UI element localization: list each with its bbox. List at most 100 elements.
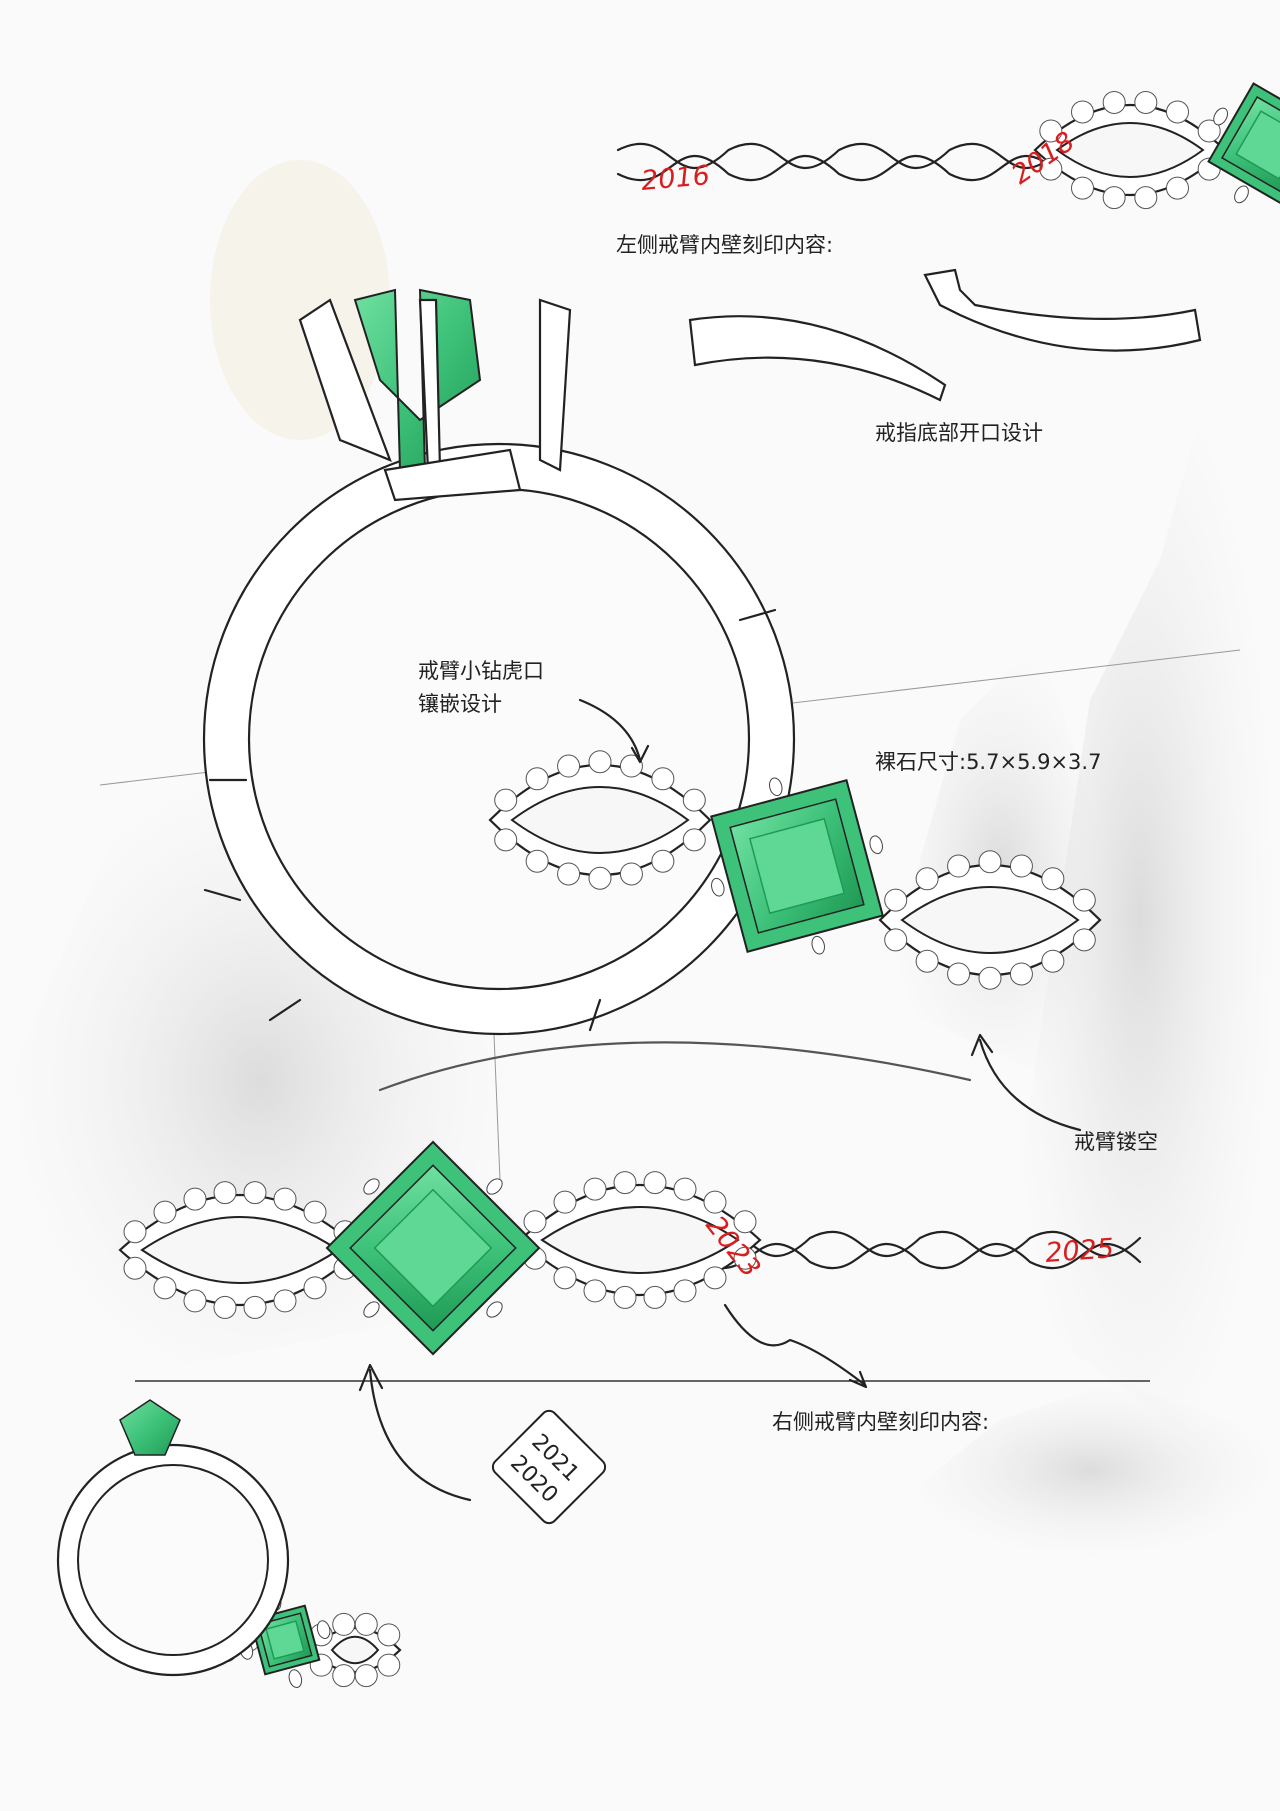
pave-diamond bbox=[583, 1279, 607, 1303]
pave-diamond bbox=[553, 1266, 577, 1290]
prong bbox=[486, 1301, 503, 1318]
emerald-stone bbox=[325, 1140, 541, 1356]
pave-diamond bbox=[123, 1256, 147, 1280]
right-engraving-label: 右侧戒臂内壁刻印内容: bbox=[772, 1410, 989, 1434]
pave-diamond bbox=[651, 767, 675, 791]
pave-diamond bbox=[553, 1190, 577, 1214]
pave-diamond bbox=[643, 1171, 667, 1195]
annotation-arrows bbox=[358, 698, 1082, 1502]
pave-diamond bbox=[1039, 119, 1063, 143]
pave-diamond bbox=[494, 788, 518, 812]
pave-diamond bbox=[1009, 962, 1033, 986]
pave-diamond bbox=[273, 1187, 297, 1211]
pave-diamond bbox=[523, 1210, 547, 1234]
prong bbox=[869, 835, 883, 855]
twisted-bands bbox=[616, 142, 1142, 1270]
pave-diamond bbox=[153, 1276, 177, 1300]
pave-diamond bbox=[673, 1177, 697, 1201]
pave-diamond bbox=[525, 767, 549, 791]
pave-diamond bbox=[733, 1210, 757, 1234]
pave-diamond bbox=[643, 1285, 667, 1309]
pave-diamond bbox=[1041, 867, 1065, 891]
prong bbox=[711, 877, 725, 897]
prong bbox=[1234, 185, 1249, 204]
pave-diamond bbox=[978, 966, 1002, 990]
pave-diamond bbox=[183, 1187, 207, 1211]
pave-diamond bbox=[1102, 90, 1126, 114]
pave-diamond bbox=[1041, 949, 1065, 973]
tiger-claw-label-1: 戒臂小钻虎口 bbox=[418, 659, 544, 683]
pave-diamond bbox=[377, 1653, 401, 1677]
open-bottom-label: 戒指底部开口设计 bbox=[875, 421, 1043, 445]
pave-diamond bbox=[213, 1181, 237, 1205]
stone-size-label: 裸石尺寸:5.7×5.9×3.7 bbox=[875, 750, 1101, 774]
pave-diamond bbox=[303, 1276, 327, 1300]
pave-diamond bbox=[377, 1623, 401, 1647]
pave-diamond bbox=[682, 828, 706, 852]
pave-diamond bbox=[673, 1279, 697, 1303]
pave-diamond bbox=[1102, 186, 1126, 210]
main-ring-side-view bbox=[202, 288, 796, 1036]
prong bbox=[316, 1620, 331, 1639]
tiger-claw-label-2: 镶嵌设计 bbox=[418, 692, 502, 716]
small-ring-thumbnail bbox=[56, 1399, 290, 1677]
infinity-settings bbox=[118, 82, 1280, 1688]
pave-diamond bbox=[915, 867, 939, 891]
prong bbox=[769, 777, 783, 797]
pave-diamond bbox=[183, 1289, 207, 1313]
pave-diamond bbox=[947, 962, 971, 986]
pave-diamond bbox=[884, 928, 908, 952]
pave-diamond bbox=[1071, 176, 1094, 200]
pave-diamond bbox=[588, 866, 612, 890]
year-2025: 2025 bbox=[1044, 1233, 1115, 1269]
pave-diamond bbox=[1166, 100, 1189, 124]
pave-diamond bbox=[153, 1200, 177, 1224]
pave-diamond bbox=[557, 862, 581, 886]
pave-diamond bbox=[703, 1190, 727, 1214]
pave-diamond bbox=[978, 850, 1002, 874]
pave-diamond bbox=[884, 888, 908, 912]
prong bbox=[363, 1178, 380, 1195]
pave-diamond bbox=[1071, 100, 1094, 124]
pave-diamond bbox=[243, 1181, 267, 1205]
engraving-tag: 2021 2020 bbox=[491, 1409, 607, 1525]
prong bbox=[486, 1178, 503, 1195]
pave-diamond bbox=[273, 1289, 297, 1313]
pave-diamond bbox=[619, 862, 643, 886]
pave-diamond bbox=[733, 1246, 757, 1270]
pave-diamond bbox=[682, 788, 706, 812]
pave-diamond bbox=[583, 1177, 607, 1201]
pave-diamond bbox=[354, 1612, 378, 1636]
pave-diamond bbox=[213, 1295, 237, 1319]
emerald-stone bbox=[1207, 82, 1280, 208]
pave-diamond bbox=[303, 1200, 327, 1224]
pave-diamond bbox=[588, 750, 612, 774]
pave-diamond bbox=[613, 1285, 637, 1309]
pave-diamond bbox=[123, 1220, 147, 1244]
pave-diamond bbox=[354, 1664, 378, 1688]
pave-diamond bbox=[1166, 176, 1189, 200]
pave-diamond bbox=[557, 754, 581, 778]
pave-diamond bbox=[619, 754, 643, 778]
prong bbox=[1213, 107, 1229, 126]
pave-diamond bbox=[525, 849, 549, 873]
pave-diamond bbox=[1072, 928, 1096, 952]
emerald-stone bbox=[710, 777, 884, 955]
pave-diamond bbox=[703, 1266, 727, 1290]
prong bbox=[288, 1669, 303, 1688]
open-bottom-detail bbox=[688, 268, 1202, 402]
year-2016: 2016 bbox=[640, 160, 711, 197]
pave-diamond bbox=[915, 949, 939, 973]
pave-diamond bbox=[243, 1295, 267, 1319]
prong bbox=[363, 1301, 380, 1318]
pave-diamond bbox=[1009, 854, 1033, 878]
pave-diamond bbox=[1197, 119, 1221, 143]
prong bbox=[811, 935, 825, 955]
left-engraving-label: 左侧戒臂内壁刻印内容: bbox=[616, 233, 833, 257]
pave-diamond bbox=[332, 1612, 356, 1636]
pave-diamond bbox=[1039, 157, 1063, 181]
pave-diamond bbox=[1134, 90, 1158, 114]
pave-diamond bbox=[332, 1664, 356, 1688]
pave-diamond bbox=[613, 1171, 637, 1195]
